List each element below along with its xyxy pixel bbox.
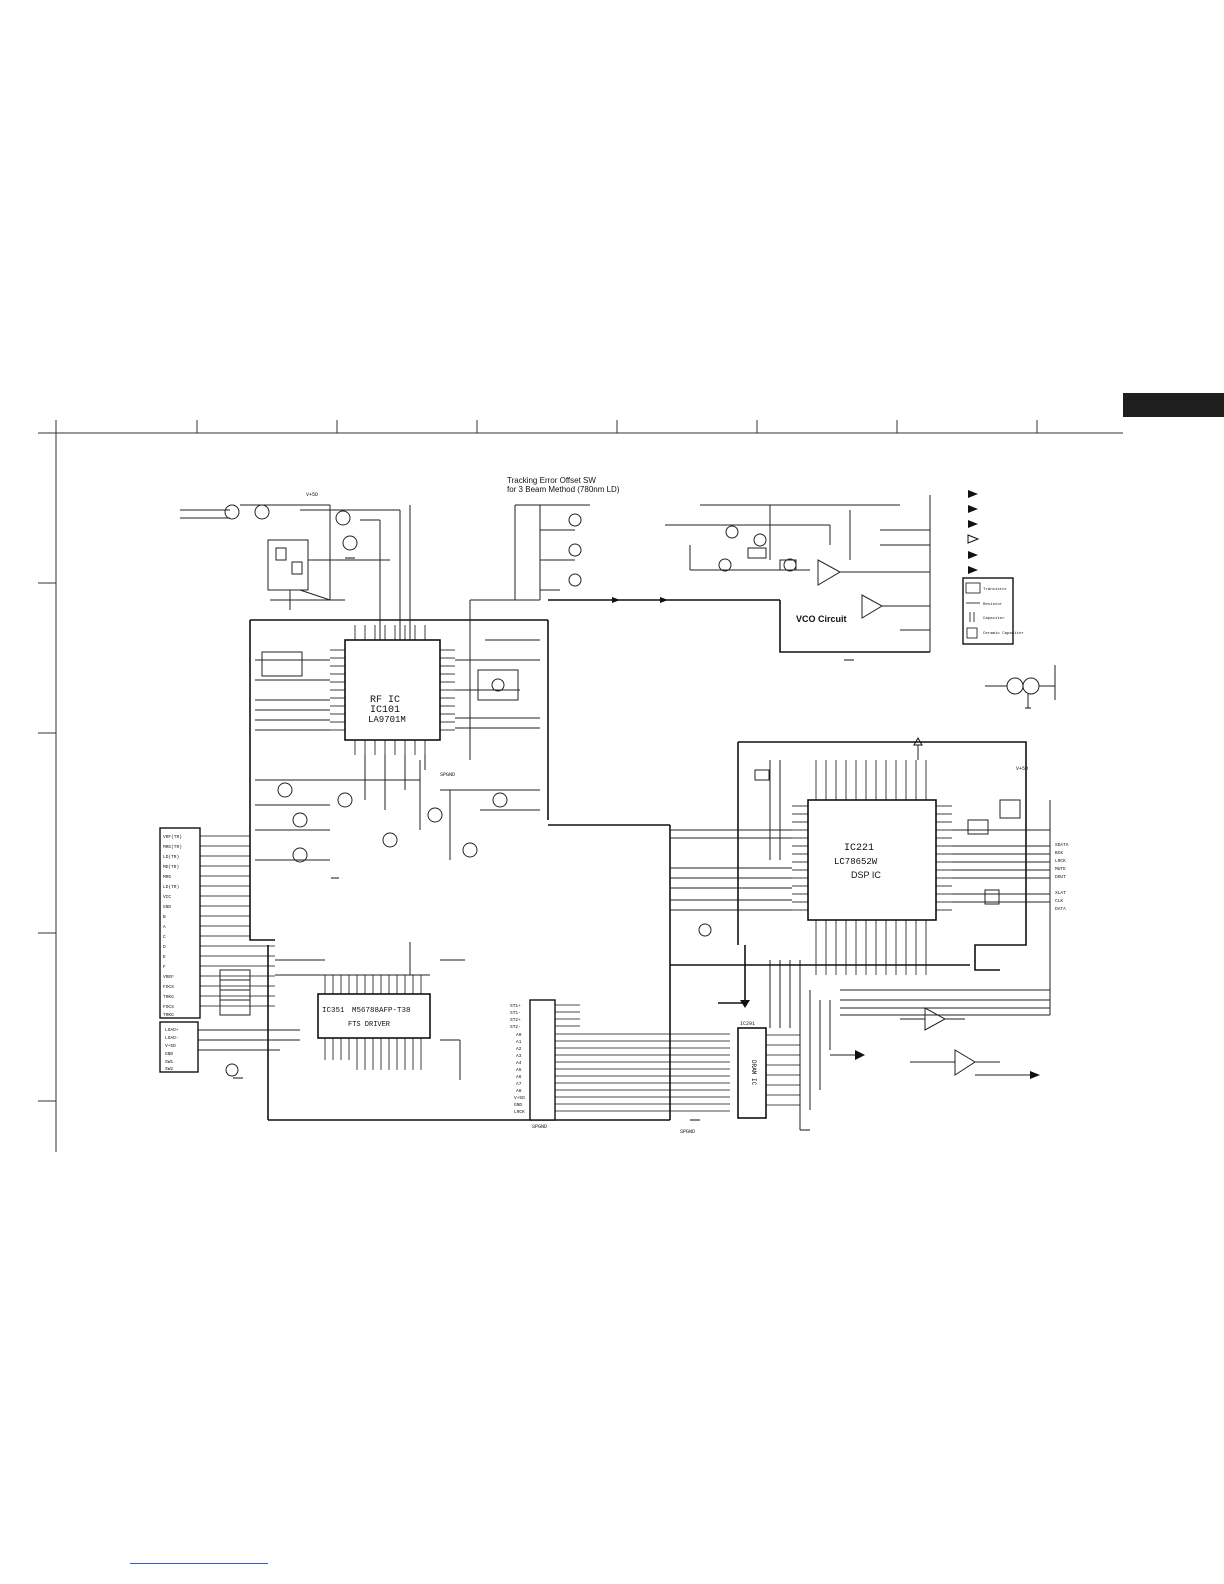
svg-text:Capacitor: Capacitor <box>983 616 1005 621</box>
svg-text:A6: A6 <box>516 1074 522 1080</box>
svg-text:A1: A1 <box>516 1039 522 1045</box>
ground-symbols <box>233 557 1031 1131</box>
svg-text:F: F <box>163 964 166 970</box>
laser-driver-circuit <box>180 504 411 640</box>
dram-ic-function: DRAM IC <box>750 1060 757 1086</box>
servo-transistor-block <box>255 760 540 863</box>
dram-ic: IC291 DRAM IC <box>737 960 831 1130</box>
svg-text:D: D <box>163 944 166 950</box>
gnd-label-dram: SPGND <box>680 1129 695 1135</box>
rf-ic-part: LA9701M <box>368 715 406 725</box>
svg-text:ST2-: ST2- <box>510 1024 521 1030</box>
svg-text:VRF(TR): VRF(TR) <box>163 834 182 840</box>
svg-text:SW2: SW2 <box>165 1066 173 1072</box>
center-connector: ST1+ ST1- ST2+ ST2- A0 A1 A2 A3 A4 A5 A6… <box>510 999 730 1121</box>
rf-ic-name-line2: IC101 <box>370 705 400 716</box>
dsp-board <box>670 741 1027 1008</box>
svg-text:Resistor: Resistor <box>983 602 1003 607</box>
svg-text:VCC: VCC <box>163 894 171 900</box>
svg-text:ST2+: ST2+ <box>510 1017 521 1023</box>
vcc-label-dsp: V+5D <box>1016 766 1028 772</box>
gnd-label-rf: SPGND <box>440 772 455 778</box>
svg-text:A0: A0 <box>516 1032 522 1038</box>
main-board-outline <box>249 619 671 1121</box>
dram-ic-name: IC291 <box>740 1021 755 1027</box>
svg-text:CLK: CLK <box>1055 898 1063 904</box>
svg-text:DATA: DATA <box>1055 906 1066 912</box>
svg-text:BCK: BCK <box>1055 850 1063 856</box>
svg-text:SDATA: SDATA <box>1055 842 1069 848</box>
svg-text:LD(TR): LD(TR) <box>163 854 179 860</box>
svg-text:A8: A8 <box>516 1088 522 1094</box>
svg-text:A5: A5 <box>516 1067 522 1073</box>
driver-ic-name: IC351 <box>322 1007 345 1015</box>
transistor-symbol <box>985 665 1056 708</box>
svg-text:Ceramic Capacitor: Ceramic Capacitor <box>983 631 1024 636</box>
dsp-output-wiring <box>952 799 1051 1015</box>
signal-arrow-legend <box>967 490 980 574</box>
svg-text:SW1: SW1 <box>165 1059 173 1065</box>
svg-text:A: A <box>163 924 166 930</box>
svg-text:XLAT: XLAT <box>1055 890 1066 896</box>
svg-text:TRKG: TRKG <box>163 1012 174 1018</box>
dsp-ic-name: IC221 <box>844 843 874 854</box>
svg-text:A3: A3 <box>516 1053 522 1059</box>
svg-text:MRG(TR): MRG(TR) <box>163 844 182 850</box>
svg-text:A2: A2 <box>516 1046 522 1052</box>
svg-text:GND: GND <box>514 1102 522 1108</box>
driver-ic: IC351 M56788AFP-T38 FTS DRIVER <box>275 942 465 1080</box>
component-legend: Transistor Resistor Capacitor Ceramic Ca… <box>962 577 1024 645</box>
svg-text:DOUT: DOUT <box>1055 874 1066 880</box>
svg-text:MRG: MRG <box>163 874 171 880</box>
svg-text:LOAD+: LOAD+ <box>165 1027 179 1033</box>
driver-ic-part: M56788AFP-T38 <box>352 1007 411 1015</box>
svg-text:GND: GND <box>165 1051 173 1057</box>
svg-text:ST1+: ST1+ <box>510 1003 521 1009</box>
vco-circuit-label: VCO Circuit <box>796 614 847 624</box>
svg-text:B: B <box>163 914 166 920</box>
svg-text:ST1-: ST1- <box>510 1010 521 1016</box>
svg-text:GND: GND <box>163 904 171 910</box>
svg-text:V+5D: V+5D <box>165 1043 176 1049</box>
svg-text:MUTE: MUTE <box>1055 866 1066 872</box>
rf-ic-peripheral-wiring <box>255 599 540 810</box>
svg-text:FOCS: FOCS <box>163 1004 174 1010</box>
svg-text:LRCK: LRCK <box>514 1109 525 1115</box>
svg-text:FOCS: FOCS <box>163 984 174 990</box>
svg-text:E: E <box>163 954 166 960</box>
vco-circuit: VCO Circuit <box>665 495 931 653</box>
frame-border <box>38 420 1123 1152</box>
left-connector-pins: VRF(TR) MRG(TR) LD(TR) MD(TR) MRG LD(TR)… <box>163 834 182 1018</box>
loading-connector: LOAD+ LOAD- V+5D GND SW1 SW2 <box>159 1021 300 1077</box>
svg-text:A7: A7 <box>516 1081 522 1087</box>
dsp-ic: IC221 LC78652W DSP IC <box>792 736 952 975</box>
gnd-label-center: SPGND <box>532 1124 547 1130</box>
svg-text:LOAD-: LOAD- <box>165 1035 179 1041</box>
rf-ic: RF IC IC101 LA9701M <box>330 625 455 755</box>
diagram-title-line1: Tracking Error Offset SW <box>507 476 596 485</box>
dsp-ic-part: LC78652W <box>834 857 878 867</box>
bottom-divider <box>130 1563 268 1564</box>
section-tab <box>1123 393 1224 417</box>
svg-text:A4: A4 <box>516 1060 522 1066</box>
svg-text:Transistor: Transistor <box>983 587 1008 592</box>
rf-ic-name-line1: RF IC <box>370 695 400 706</box>
right-connector: SDATA BCK LRCK MUTE DOUT XLAT CLK DATA <box>1055 842 1069 912</box>
diagram-title-line2: for 3 Beam Method (780nm LD) <box>507 485 620 494</box>
dsp-ic-function: DSP IC <box>851 870 881 880</box>
svg-text:LRCK: LRCK <box>1055 858 1066 864</box>
svg-text:LD(TR): LD(TR) <box>163 884 179 890</box>
svg-text:MD(TR): MD(TR) <box>163 864 179 870</box>
svg-text:V+5D: V+5D <box>514 1095 525 1101</box>
svg-text:VREF: VREF <box>163 974 174 980</box>
svg-text:C: C <box>163 934 166 940</box>
audio-output-circuit <box>830 989 1050 1079</box>
vcc-label-top: V+5D <box>306 492 318 498</box>
svg-text:TRKG: TRKG <box>163 994 174 1000</box>
left-connector: VRF(TR) MRG(TR) LD(TR) MD(TR) MRG LD(TR)… <box>159 827 275 1019</box>
tracking-offset-switch <box>514 504 780 603</box>
dsp-input-bus <box>670 760 792 937</box>
driver-ic-function: FTS DRIVER <box>348 1021 391 1029</box>
